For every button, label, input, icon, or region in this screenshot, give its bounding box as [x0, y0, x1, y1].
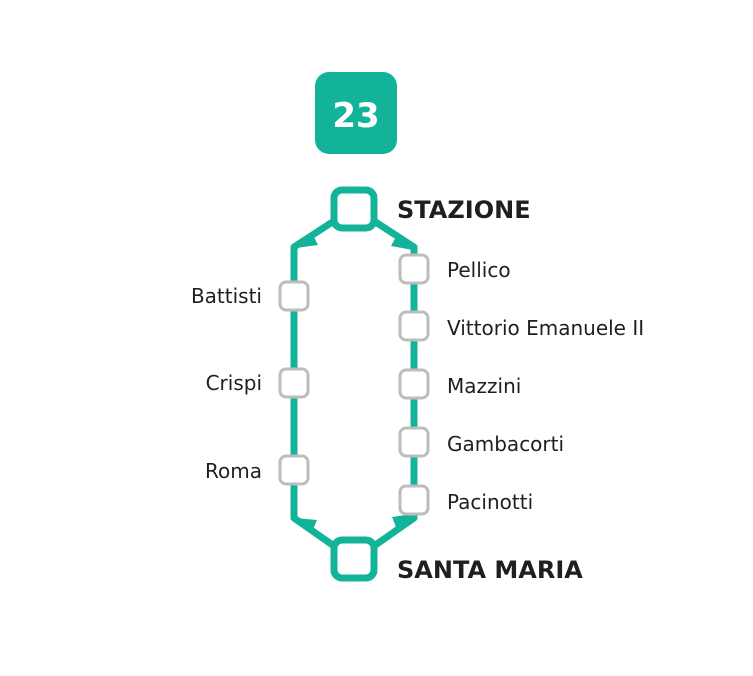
stop-label: Roma	[205, 459, 262, 483]
stop-marker	[278, 367, 310, 399]
direction-arrow-icon	[392, 514, 413, 532]
stop-label: Crispi	[206, 371, 262, 395]
stop-label: Battisti	[191, 284, 262, 308]
direction-arrow-icon	[295, 518, 317, 534]
stop-label: Mazzini	[447, 374, 521, 398]
stop-marker	[398, 426, 430, 458]
stops-left: Battisti Crispi Roma	[191, 280, 310, 486]
stops-right: Pellico Vittorio Emanuele II Mazzini Gam…	[398, 253, 644, 516]
stop-label: Vittorio Emanuele II	[447, 316, 644, 340]
route-number: 23	[332, 96, 379, 136]
stop-label: Pellico	[447, 258, 511, 282]
terminus-stop-top	[330, 186, 378, 232]
stop-marker	[398, 368, 430, 400]
direction-arrow-icon	[391, 233, 413, 250]
route-line	[290, 204, 418, 564]
terminus-label-bottom: SANTA MARIA	[397, 556, 583, 584]
stop-marker	[398, 484, 430, 516]
stop-label: Gambacorti	[447, 432, 564, 456]
stop-marker	[278, 280, 310, 312]
stop-label: Pacinotti	[447, 490, 533, 514]
route-badge: 23	[315, 72, 397, 154]
stop-marker	[398, 253, 430, 285]
direction-arrow-icon	[296, 233, 318, 248]
stop-marker	[398, 310, 430, 342]
route-badge-background	[315, 72, 397, 154]
terminus-label-top: STAZIONE	[397, 196, 531, 224]
terminus-stop-bottom	[330, 536, 378, 582]
stop-marker	[278, 454, 310, 486]
